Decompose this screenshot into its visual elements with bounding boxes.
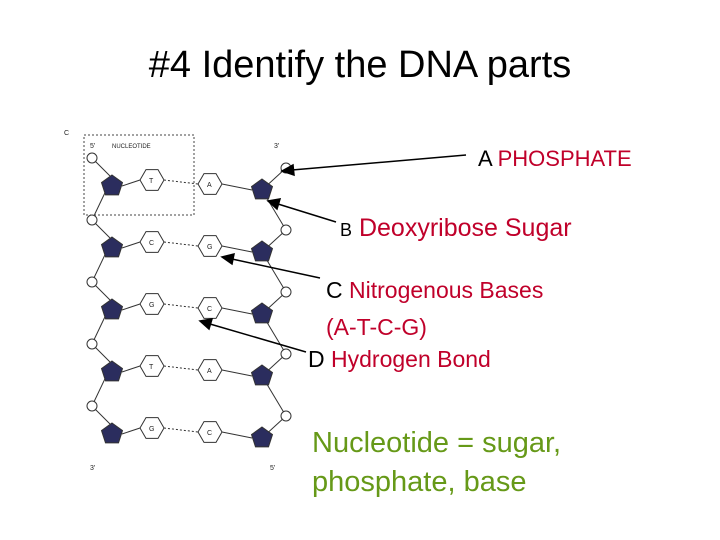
sugar-base-link (221, 183, 253, 191)
label-b-term: Deoxyribose Sugar (358, 214, 572, 242)
sugar-base-link (221, 245, 253, 253)
strand-label-bottom-right: 5' (270, 465, 275, 472)
label-hydrogen-bond: D Hydrogen Bond (308, 346, 491, 373)
label-deoxyribose-sugar: B Deoxyribose Sugar (340, 214, 572, 243)
slide-title: #4 Identify the DNA parts (148, 44, 572, 86)
label-d-term: Hydrogen Bond (331, 346, 491, 372)
base-letter-right: A (207, 182, 212, 189)
nitrogenous-base-right (197, 297, 223, 319)
arrow-b-head (266, 198, 282, 211)
arrow-c-base (231, 258, 321, 279)
nitrogenous-base-right (197, 235, 223, 257)
nitrogenous-base-right (197, 173, 223, 195)
label-c-letter: C (326, 277, 343, 303)
base-letter-right: G (207, 244, 212, 251)
base-letter-right: C (207, 306, 212, 313)
label-phosphate: A PHOSPHATE (478, 146, 632, 172)
summary-line-2: phosphate, base (312, 466, 527, 498)
summary-line-1: Nucleotide = sugar, (312, 427, 562, 459)
base-letter-left: T (149, 178, 154, 185)
label-nitrogenous-bases: C Nitrogenous Bases (326, 277, 543, 304)
phosphate-right (280, 410, 292, 422)
strand-label-bottom-left: 3' (90, 465, 95, 472)
label-c-term: Nitrogenous Bases (349, 277, 544, 303)
phosphate-right (280, 224, 292, 236)
nitrogenous-base-left (139, 169, 165, 191)
base-letter-left: G (149, 302, 154, 309)
nucleotide-box-label: NUCLEOTIDE (112, 144, 151, 150)
deoxyribose-sugar-right (250, 302, 274, 324)
phosphate-left (86, 276, 98, 288)
arrow-c-head (220, 252, 235, 266)
sugar-base-link (221, 369, 253, 377)
diagram-background (60, 122, 322, 472)
label-a-letter: A (478, 146, 492, 171)
deoxyribose-sugar-left (100, 174, 124, 196)
hydrogen-bond (163, 241, 199, 247)
base-letter-right: A (207, 368, 212, 375)
phosphate-right (280, 348, 292, 360)
diagram-corner-label: C (64, 130, 69, 137)
deoxyribose-sugar-left (100, 298, 124, 320)
label-a-term: PHOSPHATE (497, 146, 632, 171)
sugar-base-link (121, 427, 141, 435)
sugar-base-link (121, 179, 141, 187)
phosphate-left (86, 152, 98, 164)
phosphate-left (86, 214, 98, 226)
deoxyribose-sugar-right (250, 240, 274, 262)
base-letter-left: G (149, 426, 154, 433)
hydrogen-bond (163, 365, 199, 371)
arrow-a-phosphate (291, 154, 467, 171)
dna-structure: T A C G G C T A G C (86, 152, 292, 448)
arrow-b-sugar (277, 203, 337, 223)
sugar-base-link (221, 431, 253, 439)
hydrogen-bond (163, 179, 199, 185)
deoxyribose-sugar-right (250, 364, 274, 386)
strand-label-top-left: 5' (90, 143, 95, 150)
deoxyribose-sugar-left (100, 236, 124, 258)
arrow-d-head (198, 318, 214, 331)
label-d-letter: D (308, 346, 325, 372)
deoxyribose-sugar-right (250, 178, 274, 200)
base-letter-left: T (149, 364, 154, 371)
phosphate-left (86, 400, 98, 412)
arrow-d-hydrogen-bond (209, 323, 307, 353)
nucleotide-summary: Nucleotide = sugar, phosphate, base (312, 424, 561, 502)
label-b-letter: B (340, 220, 353, 240)
base-letter-right: C (207, 430, 212, 437)
nitrogenous-base-left (139, 417, 165, 439)
nucleotide-box (83, 134, 195, 216)
nitrogenous-base-right (197, 421, 223, 443)
deoxyribose-sugar-left (100, 422, 124, 444)
hydrogen-bond (163, 427, 199, 433)
pointer-arrows (198, 154, 467, 353)
sugar-base-link (121, 241, 141, 249)
strand-label-top-right: 3' (274, 143, 279, 150)
arrow-a-head (280, 163, 295, 177)
nitrogenous-base-left (139, 231, 165, 253)
deoxyribose-sugar-left (100, 360, 124, 382)
base-letter-left: C (149, 240, 154, 247)
deoxyribose-sugar-right (250, 426, 274, 448)
sugar-base-link (121, 303, 141, 311)
sugar-base-link (221, 307, 253, 315)
sugar-base-link (121, 365, 141, 373)
label-bases-detail: (A-T-C-G) (326, 314, 427, 340)
phosphate-left (86, 338, 98, 350)
phosphate-right (280, 286, 292, 298)
nitrogenous-base-right (197, 359, 223, 381)
nitrogenous-base-left (139, 355, 165, 377)
nitrogenous-base-left (139, 293, 165, 315)
hydrogen-bond (163, 303, 199, 309)
